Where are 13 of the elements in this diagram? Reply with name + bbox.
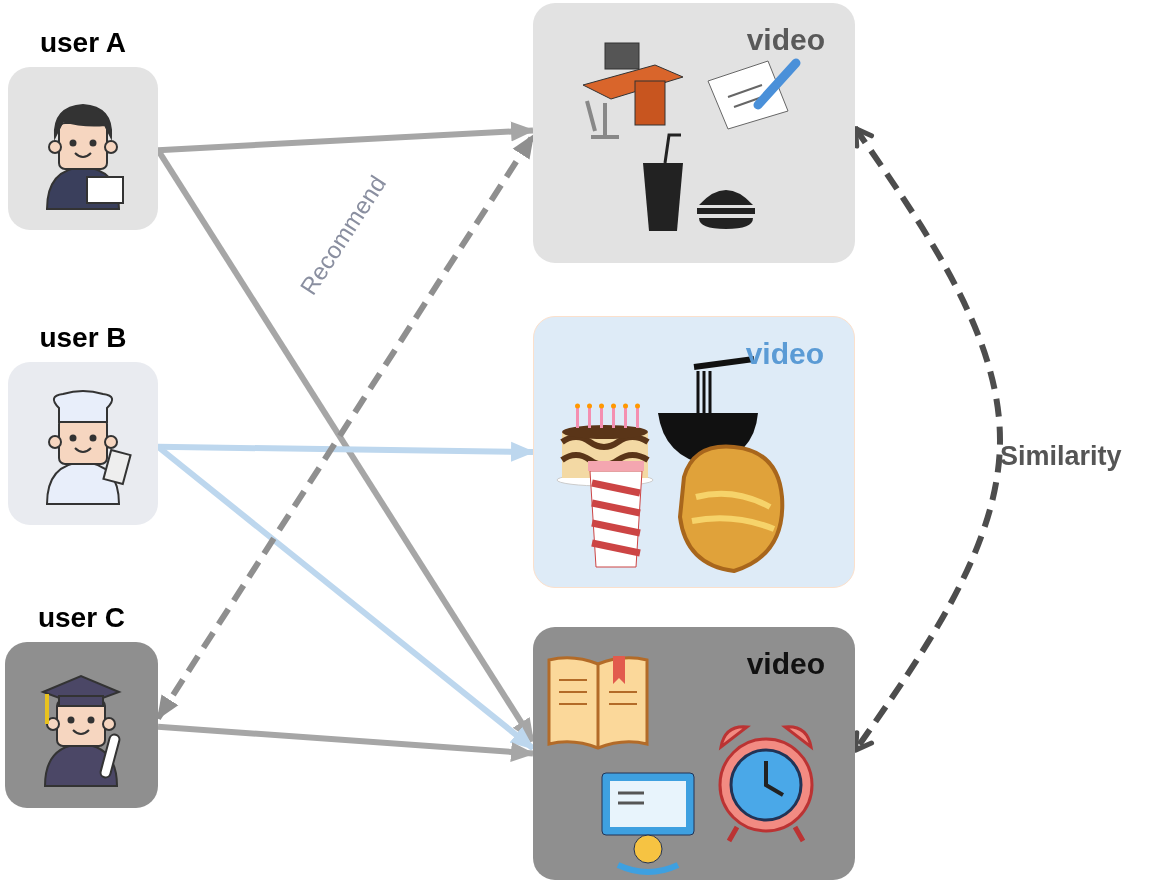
card-title: video	[746, 647, 825, 681]
video-card	[533, 3, 855, 263]
edge-label: Similarity	[1000, 441, 1122, 472]
arrow	[157, 723, 535, 762]
user-name: user B	[38, 322, 128, 354]
user-name: user A	[38, 27, 128, 59]
arrow	[157, 121, 535, 154]
card-title: video	[745, 337, 824, 371]
video-card	[533, 627, 855, 880]
arrow	[157, 441, 535, 462]
card-title: video	[746, 23, 825, 57]
video-card	[533, 316, 855, 588]
user-name: user C	[36, 602, 127, 634]
